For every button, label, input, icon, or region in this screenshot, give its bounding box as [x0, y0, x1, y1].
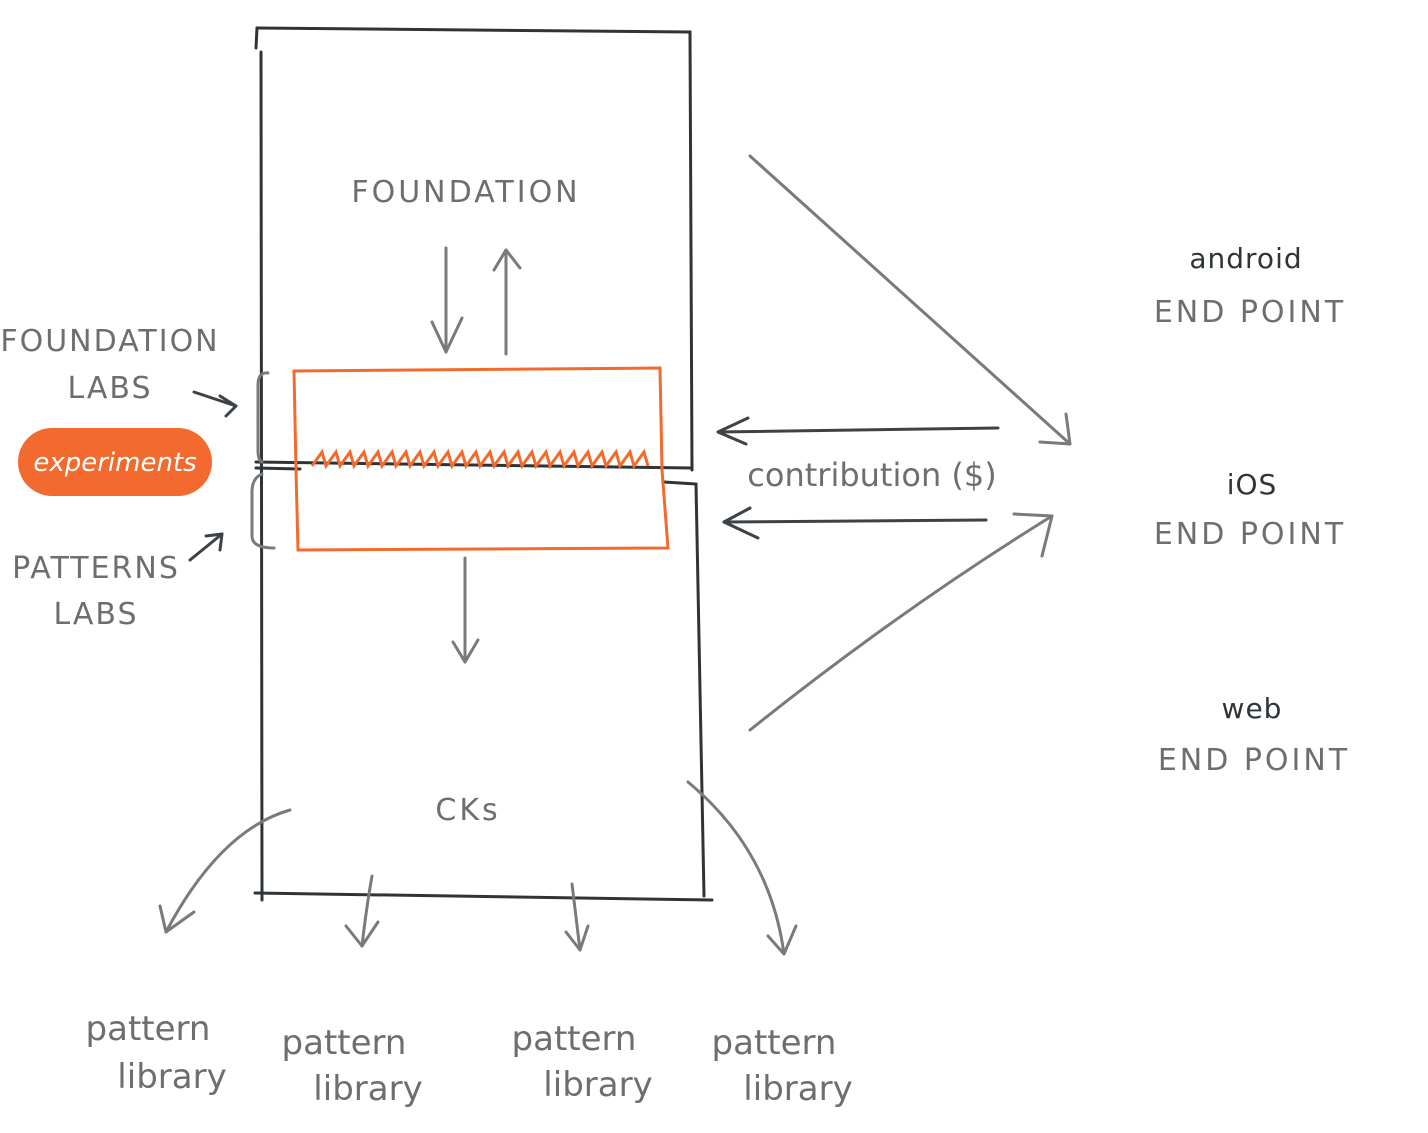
experiments-label: experiments: [33, 448, 196, 478]
endpoint-android-platform: android: [1189, 242, 1302, 275]
labs-box: [292, 366, 670, 552]
main-box: [253, 26, 714, 902]
foundation-arrows: [430, 246, 522, 664]
patterns-labs-line2: LABS: [53, 597, 138, 632]
patterns-labs-line1: PATTERNS: [12, 551, 180, 586]
library-3-line2: library: [543, 1065, 652, 1105]
contribution-label: contribution ($): [747, 456, 996, 494]
side-brackets: [250, 371, 276, 550]
endpoint-ios-platform: iOS: [1227, 468, 1278, 501]
center-divider: [254, 460, 694, 470]
foundation-labs-line1: FOUNDATION: [0, 324, 219, 359]
library-3-line1: pattern: [512, 1019, 637, 1059]
library-arrows: [158, 780, 798, 956]
endpoint-android-label: END POINT: [1154, 295, 1346, 330]
endpoint-web-platform: web: [1222, 692, 1283, 725]
library-1-line1: pattern: [86, 1009, 211, 1049]
label-pointers: [188, 390, 238, 562]
library-4-line2: library: [743, 1069, 852, 1109]
endpoint-web-label: END POINT: [1158, 743, 1350, 778]
endpoint-arrows: [716, 154, 1072, 732]
experiments-hatch: [310, 448, 650, 470]
library-2-line2: library: [313, 1069, 422, 1109]
cks-label: CKs: [435, 793, 500, 828]
foundation-labs-line2: LABS: [67, 371, 152, 406]
experiments-pill: experiments: [18, 428, 212, 496]
library-4-line1: pattern: [712, 1023, 837, 1063]
library-2-line1: pattern: [282, 1023, 407, 1063]
endpoint-ios-label: END POINT: [1154, 517, 1346, 552]
foundation-label: FOUNDATION: [351, 175, 580, 210]
library-1-line2: library: [117, 1057, 226, 1097]
